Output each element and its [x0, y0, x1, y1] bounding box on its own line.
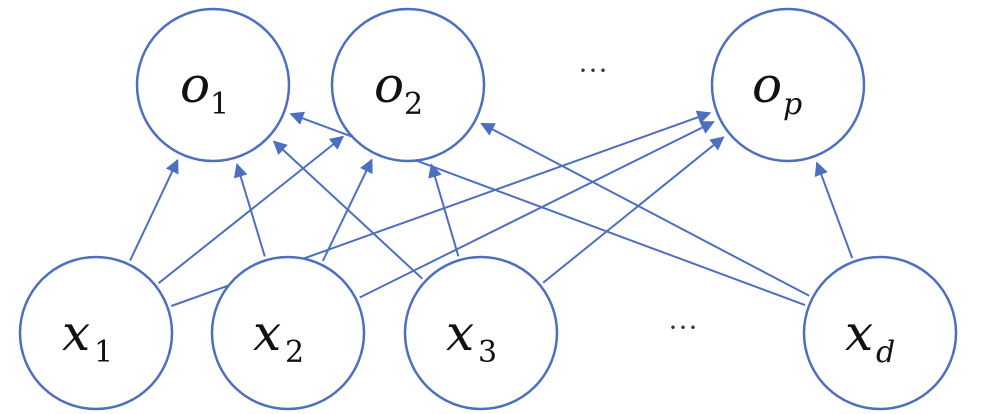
- input-node-x2: x 2: [210, 255, 366, 411]
- node-circle: [802, 255, 958, 411]
- input-ellipsis: ···: [668, 311, 698, 344]
- input-node-x3: x 3: [403, 255, 559, 411]
- node-circle: [210, 255, 366, 411]
- edge-x2-o1: [233, 163, 266, 257]
- output-node-op: o p: [710, 7, 866, 163]
- output-node-o1: o 1: [135, 7, 291, 163]
- node-subscript: d: [876, 335, 895, 370]
- edge-x2-op: [359, 121, 715, 299]
- node-variable: o: [374, 56, 404, 114]
- node-variable: x: [62, 304, 90, 362]
- node-subscript: 1: [94, 335, 113, 370]
- input-node-xd: x d: [802, 255, 958, 411]
- node-circle: [710, 7, 866, 163]
- node-subscript: p: [783, 87, 802, 122]
- output-ellipsis: ···: [578, 54, 608, 87]
- edge-x3-o1: [272, 140, 423, 280]
- node-circle: [330, 7, 486, 163]
- input-node-x1: x 1: [18, 255, 174, 411]
- node-circle: [135, 7, 291, 163]
- node-subscript: 2: [404, 87, 423, 122]
- node-circle: [403, 255, 559, 411]
- node-variable: x: [253, 304, 281, 362]
- edge-xd-op: [814, 161, 854, 259]
- node-variable: x: [446, 304, 474, 362]
- node-subscript: 3: [478, 335, 497, 370]
- edge-x1-o1: [129, 158, 179, 262]
- node-subscript: 2: [285, 335, 304, 370]
- node-circle: [18, 255, 174, 411]
- edge-xd-o2: [480, 122, 810, 297]
- edge-x3-op: [542, 136, 725, 284]
- node-variable: o: [180, 56, 210, 114]
- node-variable: o: [752, 56, 782, 114]
- node-variable: x: [845, 304, 873, 362]
- output-node-o2: o 2: [330, 7, 486, 163]
- node-subscript: 1: [210, 87, 229, 122]
- edge-x3-o2: [428, 163, 460, 257]
